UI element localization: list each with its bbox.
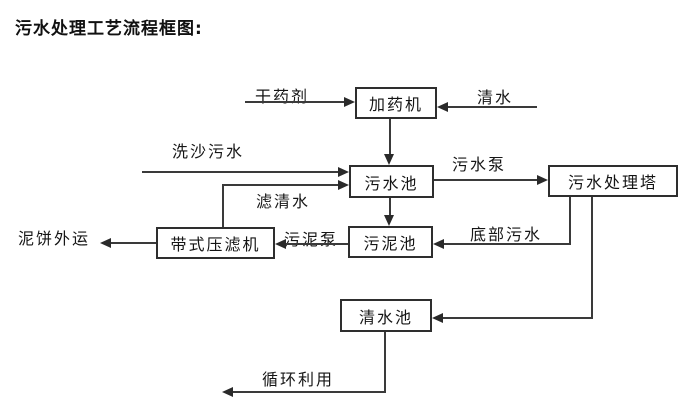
- edge-label-recycle: 循环利用: [262, 370, 335, 389]
- edge-label-dry-chemical: 干药剂: [255, 87, 310, 106]
- node-sludge-pool: 污泥池: [348, 226, 433, 258]
- arrowhead-clean-water: [437, 102, 448, 112]
- flow-line-filtered-water-horizontal: [222, 184, 338, 186]
- edge-label-clean-water: 清水: [477, 88, 514, 107]
- arrowhead-filtered-water: [338, 180, 349, 190]
- node-sludge-pool-label: 污泥池: [363, 234, 418, 253]
- flow-line-tower-to-cleanpool-vertical: [591, 197, 593, 319]
- flow-line-filtered-water-vertical: [222, 184, 224, 227]
- arrowhead-bottom-sewage: [433, 239, 444, 249]
- arrowhead-dry-chemical: [344, 97, 355, 107]
- flow-line-mud-cake-out: [111, 242, 156, 244]
- node-sewage-treatment-tower-label: 污水处理塔: [567, 173, 658, 192]
- arrowhead-sewage-pump: [537, 175, 548, 185]
- arrowhead-recycle: [222, 387, 233, 397]
- node-sewage-pool: 污水池: [349, 165, 434, 198]
- node-clean-water-pool-label: 清水池: [358, 307, 413, 327]
- flow-line-bottom-sewage-vertical: [569, 197, 571, 245]
- flow-line-tower-to-cleanpool-horizontal: [443, 317, 593, 319]
- arrowhead-tower-to-cleanpool: [432, 313, 443, 323]
- node-dosing-machine-label: 加药机: [368, 95, 423, 114]
- node-sewage-treatment-tower: 污水处理塔: [548, 165, 678, 197]
- edge-label-sludge-pump: 污泥泵: [284, 230, 339, 249]
- node-clean-water-pool: 清水池: [340, 299, 432, 332]
- edge-label-sand-washing-sewage: 洗沙污水: [172, 142, 245, 161]
- arrowhead-dosing-to-sewage: [384, 154, 394, 165]
- flow-line-sand-washing-sewage: [142, 171, 338, 173]
- arrowhead-sand-washing-sewage: [338, 167, 349, 177]
- flow-line-sewage-to-sludge: [389, 198, 391, 215]
- flow-line-bottom-sewage-horizontal: [444, 243, 571, 245]
- flow-line-sewage-pump: [434, 179, 537, 181]
- page-title: 污水处理工艺流程框图:: [15, 19, 203, 39]
- edge-label-filtered-water: 滤清水: [256, 192, 311, 211]
- edge-label-sewage-pump: 污水泵: [452, 155, 507, 174]
- edge-label-mud-cake-out: 泥饼外运: [18, 229, 91, 248]
- flow-line-recycle-horizontal: [233, 391, 386, 393]
- flow-line-sludge-pump: [286, 243, 348, 245]
- node-sewage-pool-label: 污水池: [364, 173, 419, 193]
- flow-line-dry-chemical: [245, 101, 344, 103]
- node-dosing-machine: 加药机: [355, 87, 437, 119]
- node-belt-filter-press-label: 带式压滤机: [170, 235, 261, 254]
- flow-line-dosing-to-sewage: [389, 119, 391, 154]
- node-belt-filter-press: 带式压滤机: [156, 227, 275, 259]
- edge-label-bottom-sewage: 底部污水: [470, 225, 543, 244]
- flow-line-recycle-vertical: [384, 332, 386, 393]
- arrowhead-sludge-pump: [275, 239, 286, 249]
- arrowhead-mud-cake-out: [100, 238, 111, 248]
- arrowhead-sewage-to-sludge: [384, 215, 394, 226]
- flow-line-clean-water: [448, 106, 537, 108]
